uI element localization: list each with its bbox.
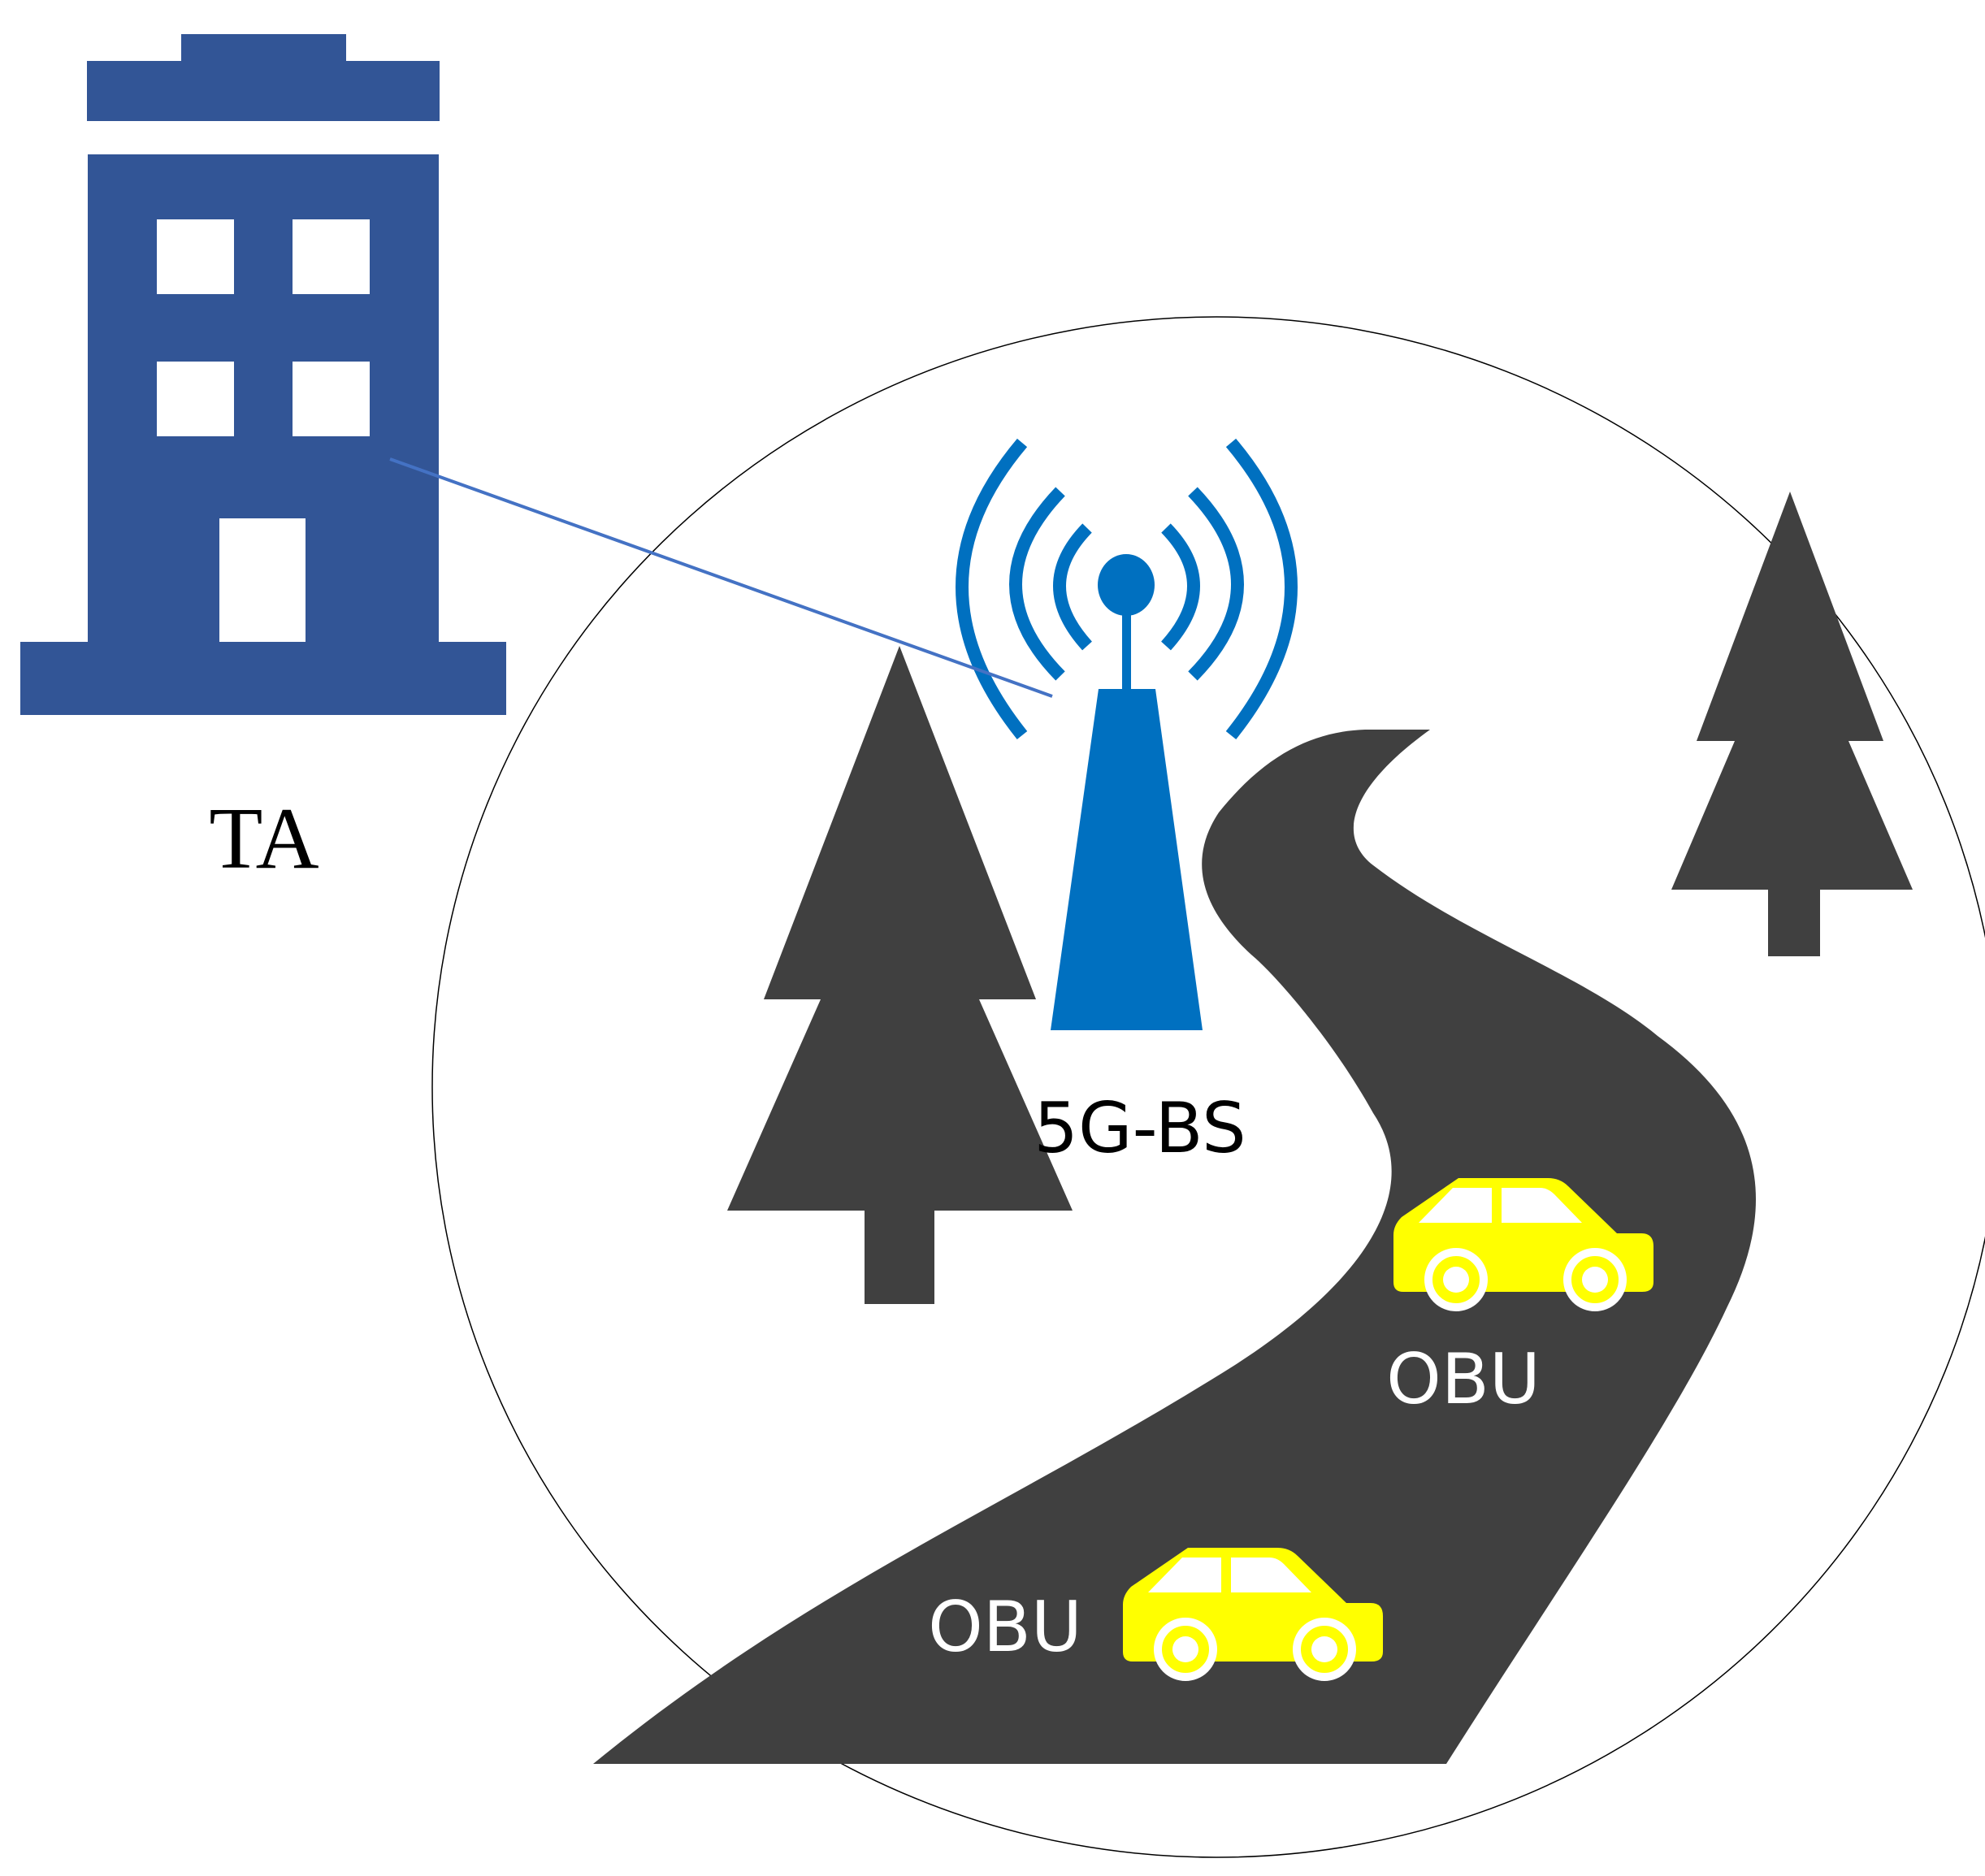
car-icon xyxy=(1123,1548,1383,1681)
antenna-tower-icon xyxy=(956,438,1298,1030)
ta-label: TA xyxy=(209,791,319,887)
car-icon xyxy=(1393,1178,1653,1311)
obu-label-lower: OBU xyxy=(928,1587,1082,1668)
base-station-label: 5G-BS xyxy=(1034,1088,1246,1169)
obu-label-upper: OBU xyxy=(1386,1339,1541,1420)
road-icon xyxy=(593,730,1756,1764)
ta-to-bs-link xyxy=(389,457,1053,698)
tree-icon xyxy=(727,646,1073,1304)
coverage-area-circle xyxy=(431,316,1985,1858)
tree-icon xyxy=(1671,492,1913,956)
building-icon xyxy=(20,34,506,715)
